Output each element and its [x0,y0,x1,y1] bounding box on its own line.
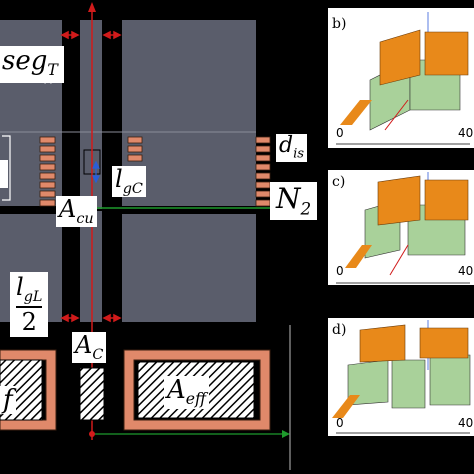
panel-b-tick-right: 40 [458,126,474,140]
label-a-eff: Aeff [164,376,210,409]
label-d-is: dis [276,134,308,162]
panel-b-tick-left: 0 [336,126,344,140]
label-n2: N2 [270,182,318,221]
fraction-bar [16,306,43,309]
height-bracket [2,135,11,201]
gap-marker [92,160,100,184]
panel-b-tag: b) [332,16,347,32]
label-a-cu: Acu [56,196,97,228]
panel-c-tick-left: 0 [336,264,344,278]
panel-c-tag: c) [332,174,346,190]
panel-d-tag: d) [332,322,347,338]
panel-d-tick-right: 40 [458,416,474,430]
vertical-axis-arrowhead [88,2,96,12]
winding-right [127,136,271,207]
horizontal-axis-arrowhead [282,430,290,438]
panel-d-graphic [328,318,474,436]
panel-d-tick-left: 0 [336,416,344,430]
origin-dot [89,431,95,437]
bracket-fill [0,160,8,188]
cross-section-center [79,367,105,421]
panel-c-graphic [328,170,474,285]
dimension-arrows [60,30,122,323]
core-right-lower [122,214,256,322]
panel-c-tick-right: 40 [458,264,474,278]
panel-b-graphic [328,8,474,148]
winding-left [39,136,56,207]
label-l-gl-fraction: lgL 2 [10,272,49,338]
label-l-gc: lgC [112,166,146,198]
label-seg-t: segT [0,46,64,83]
label-a-c: AC [72,332,107,364]
label-left-partial: f [0,386,16,414]
